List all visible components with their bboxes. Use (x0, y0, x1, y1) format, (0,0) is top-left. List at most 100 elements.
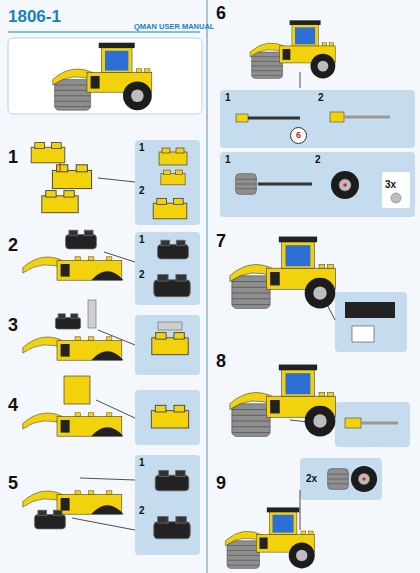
step-8-parts (230, 365, 335, 437)
manual-heading: QMAN USER MANUAL (134, 23, 214, 31)
substep-number: 1 (225, 155, 231, 165)
callout-panel (135, 140, 200, 225)
callout-box: 12 (135, 455, 200, 555)
callout-panel (135, 90, 415, 555)
step-5-parts (155, 470, 189, 490)
step-3-parts (55, 314, 80, 329)
finished-model (53, 43, 152, 111)
step-number: 2 (8, 236, 18, 254)
callout-box: 12 (135, 140, 200, 225)
substep-number: 2 (318, 93, 324, 103)
leader-line (98, 178, 135, 182)
step-5-parts (154, 517, 190, 539)
step-1-parts (153, 198, 187, 218)
callout-panel (335, 402, 410, 447)
leader-line (72, 72, 335, 530)
callout-box: 1 2 6 (220, 90, 415, 148)
callout-panel (220, 90, 415, 148)
step-7-parts (345, 302, 395, 318)
step-8-parts (361, 422, 398, 425)
step-1-parts (42, 191, 78, 213)
leader-line (300, 72, 301, 88)
step-2-parts (23, 230, 190, 297)
step-9-parts (351, 466, 377, 492)
step-8-parts (345, 418, 361, 428)
step-number: 8 (216, 352, 226, 370)
step-3-parts (23, 337, 124, 360)
model-number: 1806-1 (8, 8, 61, 25)
step-3-parts (158, 322, 182, 330)
page-frame (8, 32, 200, 33)
step-6-parts (258, 183, 312, 186)
substep-number: 2 (139, 186, 145, 196)
step-2-parts (158, 240, 189, 259)
step-6-parts (250, 20, 335, 78)
callout-panel (220, 152, 415, 217)
step-7-parts (230, 237, 395, 342)
step-number: 5 (8, 474, 18, 492)
step-3-parts (23, 300, 188, 360)
leader-line (80, 478, 135, 480)
leader-line (96, 400, 135, 418)
length-callout: 6 (290, 127, 307, 144)
step-6-parts (391, 193, 401, 203)
step-1-parts (31, 142, 187, 218)
substep-number: 2 (139, 506, 145, 516)
step-6-parts (236, 114, 248, 122)
step-7-parts (352, 326, 374, 342)
callout-panel (135, 390, 200, 445)
finished-model (53, 43, 152, 111)
callout-panel (135, 315, 200, 375)
leader-line (300, 490, 301, 530)
step-6-parts (236, 174, 257, 195)
step-1-parts (159, 148, 187, 165)
step-2-parts (66, 230, 97, 249)
step-number: 4 (8, 396, 18, 414)
step-2-parts (154, 275, 190, 297)
step-8-parts (230, 365, 398, 437)
quantity-label: 2x (306, 474, 317, 484)
step-7-parts (230, 237, 335, 309)
step-5-parts (35, 510, 66, 529)
substep-number: 1 (139, 235, 145, 245)
callout-box: 1 2 3x (220, 152, 415, 217)
substep-number: 2 (315, 155, 321, 165)
callout-panel (382, 172, 410, 208)
page-frame (206, 0, 208, 573)
step-1-parts (31, 142, 65, 162)
step-number: 9 (216, 474, 226, 492)
substep-number: 1 (139, 143, 145, 153)
step-6-parts (248, 117, 300, 120)
quantity-label: 3x (385, 180, 396, 190)
substep-number: 1 (225, 93, 231, 103)
step-6-parts (330, 112, 344, 122)
step-4-parts (23, 413, 124, 436)
substep-number: 1 (139, 458, 145, 468)
page-frame (8, 0, 207, 573)
step-number: 6 (216, 4, 226, 22)
step-1-parts (52, 165, 91, 189)
step-1-parts (59, 163, 60, 172)
step-6-parts (236, 20, 401, 203)
step-1-parts (161, 170, 185, 185)
step-4-parts (151, 405, 188, 428)
step-4-parts (23, 376, 189, 436)
step-9-parts (225, 466, 377, 568)
callout-box: 12 (135, 232, 200, 305)
step-number: 3 (8, 316, 18, 334)
step-4-parts (64, 376, 90, 404)
step-number: 7 (216, 232, 226, 250)
callout-panel (335, 292, 407, 352)
step-3-parts (152, 333, 188, 355)
step-6-parts (344, 116, 390, 119)
step-3-parts (88, 300, 96, 328)
callout-panel (135, 455, 200, 555)
step-number: 1 (8, 148, 18, 166)
page-frame (8, 38, 202, 114)
callout-panel (300, 458, 382, 500)
step-5-parts (23, 470, 190, 538)
step-9-parts (328, 469, 349, 490)
length-number: 6 (296, 131, 301, 140)
